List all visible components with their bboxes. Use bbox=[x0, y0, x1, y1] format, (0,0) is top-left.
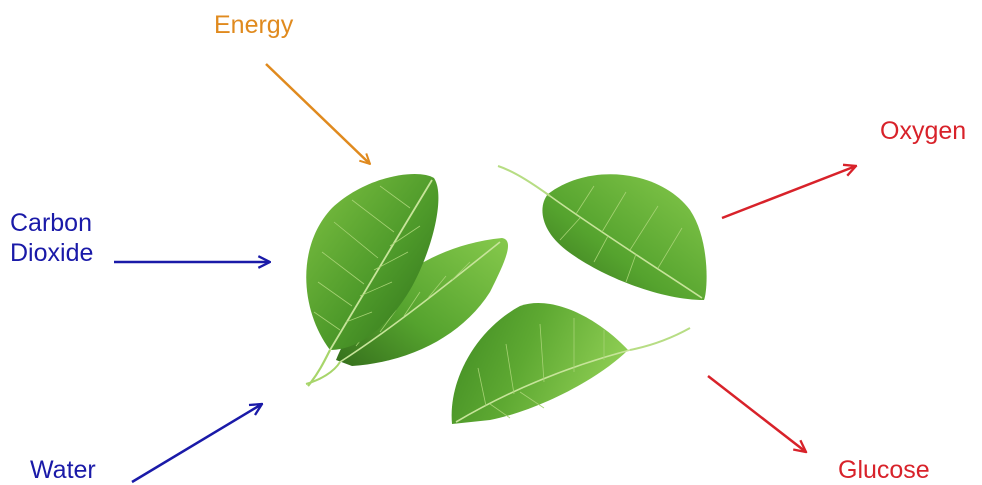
carbon-dioxide-label-line2: Dioxide bbox=[10, 238, 93, 268]
energy-label: Energy bbox=[214, 10, 293, 40]
carbon-dioxide-label-line1: Carbon bbox=[10, 208, 93, 238]
leaf-cluster-image bbox=[306, 166, 707, 424]
carbon-dioxide-label: Carbon Dioxide bbox=[10, 208, 93, 268]
oxygen-label: Oxygen bbox=[880, 116, 966, 146]
leaf-bottom bbox=[452, 303, 690, 424]
glucose-arrow bbox=[708, 376, 806, 452]
leaf-top-right bbox=[498, 166, 707, 300]
water-label: Water bbox=[30, 455, 96, 485]
oxygen-arrow bbox=[722, 166, 856, 218]
water-arrow bbox=[132, 404, 262, 482]
glucose-label: Glucose bbox=[838, 455, 930, 485]
energy-arrow bbox=[266, 64, 370, 164]
